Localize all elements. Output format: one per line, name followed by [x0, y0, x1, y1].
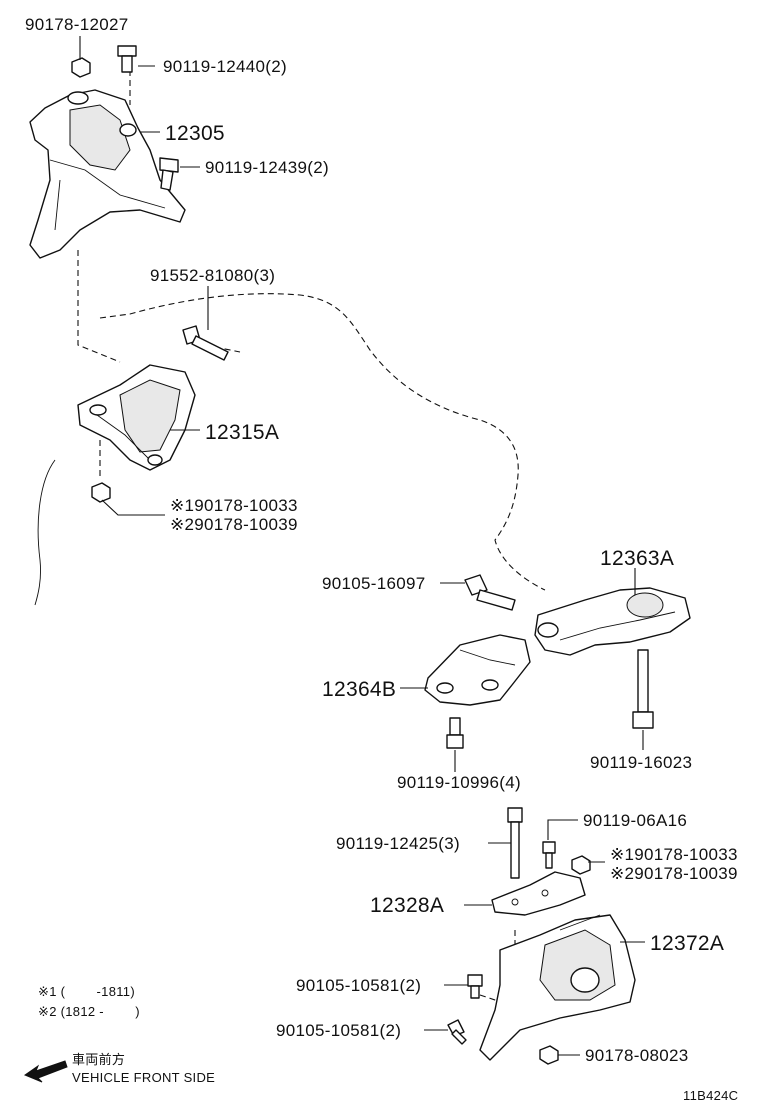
bolt-icon: [447, 1019, 467, 1045]
bolt-icon: [117, 45, 137, 73]
callout-90178-10039-upper: ※290178-10039: [170, 515, 298, 534]
callout-90178-10033-upper: ※190178-10033: [170, 496, 298, 515]
callout-90119-10996: 90119-10996(4): [397, 773, 521, 792]
bolt-icon: [542, 841, 556, 869]
leader-lines: [79, 36, 645, 1056]
callout-12363A: 12363A: [600, 547, 674, 570]
callout-90119-12425: 90119-12425(3): [336, 834, 460, 853]
legend-note-1: ※1 ( -1811): [38, 984, 135, 999]
callout-90119-06A16: 90119-06A16: [583, 811, 687, 830]
nut-icon: [539, 1045, 559, 1065]
bolt-icon: [464, 574, 516, 611]
nut-icon: [571, 855, 591, 875]
callout-12364B: 12364B: [322, 678, 396, 701]
callout-90119-12440: 90119-12440(2): [163, 57, 287, 76]
bracket-12364B-icon: [424, 634, 531, 706]
callout-90178-10033-lower: ※190178-10033: [610, 845, 738, 864]
bolt-icon: [159, 157, 179, 191]
front-label-en: VEHICLE FRONT SIDE: [72, 1070, 215, 1085]
arrow-left-icon: [23, 1060, 68, 1083]
callout-90178-10039-lower: ※290178-10039: [610, 864, 738, 883]
callout-91552-81080: 91552-81080(3): [150, 266, 275, 285]
mount-12372A-icon: [479, 914, 636, 1061]
callout-90105-10581-lower: 90105-10581(2): [276, 1021, 401, 1040]
align-line-1: [77, 250, 121, 363]
callout-12305: 12305: [165, 122, 225, 145]
callout-12315A: 12315A: [205, 421, 279, 444]
nut-icon: [71, 57, 91, 78]
engine-outline-left: [34, 459, 56, 606]
bolt-icon: [446, 717, 464, 749]
bracket-12305-icon: [29, 89, 186, 259]
callout-90105-16097: 90105-16097: [322, 574, 426, 593]
callout-90119-12439: 90119-12439(2): [205, 158, 329, 177]
long-bolt-icon: [182, 325, 229, 361]
callout-12328A: 12328A: [370, 894, 444, 917]
plate-12328A-icon: [491, 871, 586, 916]
callout-90119-16023: 90119-16023: [590, 753, 692, 772]
bolt-icon: [467, 974, 483, 999]
torque-rod-12363A-icon: [534, 587, 691, 656]
long-bolt-icon: [507, 807, 523, 879]
nut-icon: [91, 482, 111, 503]
callout-90178-08023: 90178-08023: [585, 1046, 689, 1065]
figure-id: 11B424C: [683, 1088, 738, 1103]
callout-12372A: 12372A: [650, 932, 724, 955]
engine-outline: [99, 293, 546, 591]
callout-90178-12027: 90178-12027: [25, 15, 129, 34]
long-bolt-icon: [632, 649, 654, 729]
callout-90105-10581-upper: 90105-10581(2): [296, 976, 421, 995]
bracket-12315A-icon: [77, 364, 196, 471]
legend-note-2: ※2 (1812 - ): [38, 1004, 140, 1019]
front-label-jp: 車両前方: [72, 1052, 125, 1067]
